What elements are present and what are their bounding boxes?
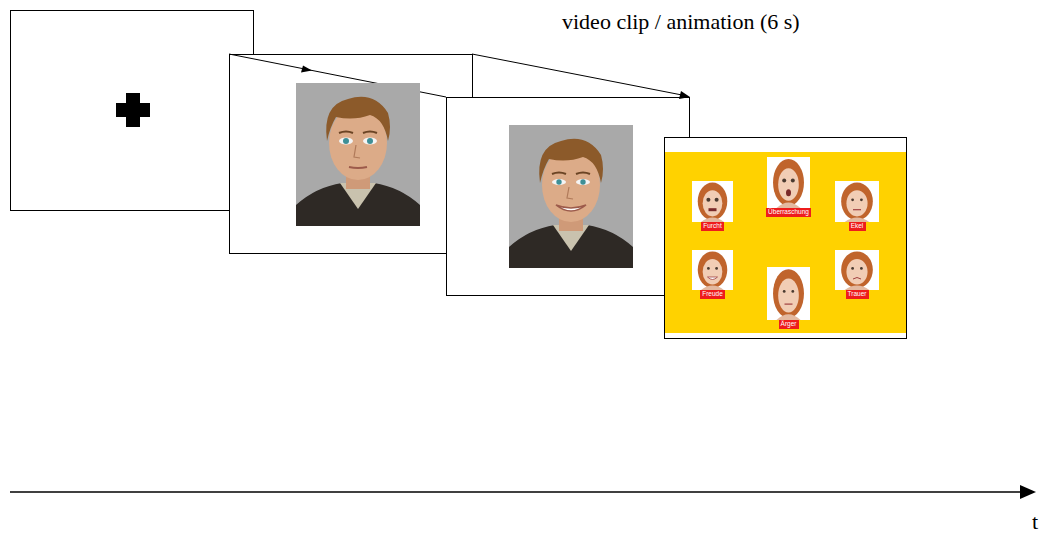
expression-photo: [692, 250, 733, 290]
fixation-cross: [116, 93, 150, 127]
expression-photo: [835, 250, 879, 290]
emotion-label: Überraschung: [766, 208, 811, 217]
arrow-head: [301, 66, 312, 73]
emotion-name: Ekel: [851, 223, 864, 230]
emotion-label: Ärger: [779, 320, 799, 329]
emotion-name: Furcht: [703, 223, 721, 230]
sequence-line: [472, 54, 682, 95]
emotion-name: Ärger: [781, 321, 797, 328]
duration-label: video clip / animation (6 s): [562, 10, 800, 34]
emotion-name: Freude: [702, 291, 723, 298]
fixation-screen: [11, 11, 254, 211]
avatar-smiling: [509, 125, 633, 268]
stimulus-screen: [447, 98, 690, 296]
expression-photo: [835, 181, 879, 222]
axis-label: t: [1032, 510, 1038, 534]
emotion-label: Furcht: [701, 222, 724, 231]
emotion-label: Ekel: [849, 222, 866, 231]
stimulus-screen: [230, 55, 473, 254]
emotion-name: Trauer: [848, 291, 867, 298]
emotion-label: Trauer: [846, 290, 869, 299]
emotion-name: Überraschung: [768, 209, 809, 216]
response-ground: [665, 152, 906, 333]
expression-photo: [767, 267, 810, 320]
emotion-label: Freude: [700, 290, 725, 299]
avatar-neutral: [296, 83, 420, 226]
expression-photo: [692, 181, 733, 222]
expression-photo: [767, 157, 810, 208]
arrow-head: [1020, 485, 1036, 499]
time-axis: [10, 491, 1022, 493]
arrow-head: [679, 91, 690, 99]
response-screen: [665, 138, 907, 339]
